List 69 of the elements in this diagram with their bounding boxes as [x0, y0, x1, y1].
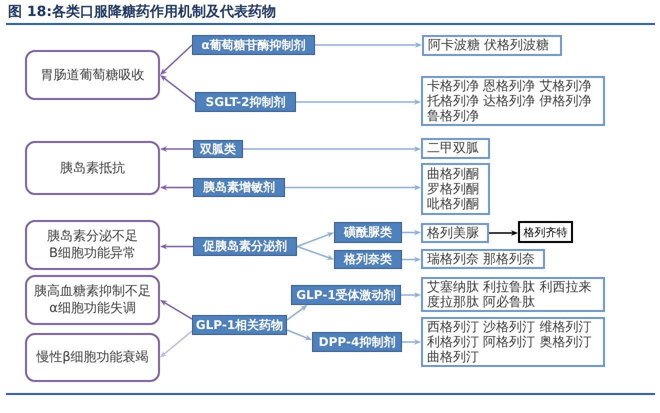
arrow	[160, 184, 193, 190]
drug-list-box	[421, 163, 490, 215]
node-text: 格列奈类	[344, 252, 392, 267]
arrow	[160, 300, 192, 320]
arrow	[296, 246, 334, 260]
arrow	[402, 256, 421, 262]
condition-box	[25, 220, 160, 270]
drug-class-box	[312, 332, 402, 352]
condition-box	[25, 50, 160, 100]
node-text: 卡格列净 恩格列净 艾格列净托格列净 达格列净 伊格列净鲁格列净	[427, 78, 592, 124]
drug-list-box	[422, 35, 562, 56]
drug-list-box	[421, 138, 490, 159]
arrow	[160, 75, 196, 103]
node-text: 胰岛素抵抗	[60, 160, 125, 176]
arrow	[160, 330, 192, 358]
drug-list-box	[421, 317, 605, 367]
arrow	[243, 146, 421, 152]
node-text: α葡萄糖苷酶抑制剂	[201, 38, 306, 52]
drug-class-box	[192, 35, 315, 55]
title: 图 18:各类口服降糖药作用机制及代表药物	[8, 4, 276, 21]
drug-class-box	[193, 140, 243, 158]
drug-list-box	[421, 249, 545, 269]
drug-class-box	[193, 178, 285, 197]
condition-box	[25, 333, 160, 382]
node-text: SGLT-2抑制剂	[206, 94, 286, 110]
arrow	[160, 44, 193, 75]
drug-class-box	[192, 315, 287, 335]
arrow	[296, 232, 334, 248]
node-text: 格列齐特	[524, 226, 568, 238]
drug-class-box	[291, 285, 401, 305]
node-text: 胰岛素分泌不足B细胞功能异常	[46, 228, 139, 262]
node-text: 瑞格列奈 那格列奈	[427, 252, 536, 266]
arrow	[286, 329, 312, 340]
drug-list-box	[421, 223, 489, 243]
drug-box	[518, 221, 573, 243]
drug-class-box	[334, 250, 402, 269]
arrow	[402, 339, 421, 345]
drug-list-box	[421, 76, 605, 126]
node-text: 胃肠道葡萄糖吸收	[40, 66, 144, 84]
node-text: 格列美脲	[427, 226, 479, 240]
node-text: 促胰岛素分泌剂	[203, 239, 287, 254]
arrow	[286, 305, 308, 321]
node-text: 磺酰脲类	[344, 225, 392, 240]
drug-list-box	[421, 277, 605, 312]
arrow	[489, 230, 518, 236]
node-text: 阿卡波糖 伏格列波糖	[428, 38, 550, 53]
node-text: DPP-4抑制剂	[318, 334, 396, 350]
node-text: GLP-1相关药物	[196, 318, 284, 332]
arrow	[315, 42, 422, 48]
condition-box	[25, 141, 160, 195]
node-text: 曲格列酮罗格列酮吡格列酮	[427, 166, 480, 212]
node-text: 艾塞纳肽 利拉鲁肽 利西拉来度拉那肽 阿必鲁肽	[427, 280, 592, 310]
node-text: 西格列汀 沙格列汀 维格列汀利格列汀 阿格列汀 奥格列汀曲格列汀	[427, 320, 592, 364]
arrow	[296, 99, 421, 105]
node-text: 二甲双胍	[427, 141, 479, 156]
arrow	[285, 184, 421, 190]
drug-class-box	[195, 92, 296, 112]
node-text: 胰岛素增敏剂	[203, 180, 275, 195]
node-text: GLP-1受体激动剂	[296, 288, 396, 302]
drug-class-box	[193, 237, 297, 256]
node-text: 胰高血糖素抑制不足α细胞功能失调	[33, 283, 152, 317]
node-text: 双胍类	[200, 142, 236, 156]
arrow	[401, 292, 421, 298]
drug-class-box	[334, 222, 402, 243]
arrow	[160, 244, 193, 250]
condition-box	[25, 275, 160, 325]
arrow	[402, 230, 421, 236]
node-text: 慢性β细胞功能衰竭	[36, 349, 149, 366]
arrow	[160, 146, 193, 152]
